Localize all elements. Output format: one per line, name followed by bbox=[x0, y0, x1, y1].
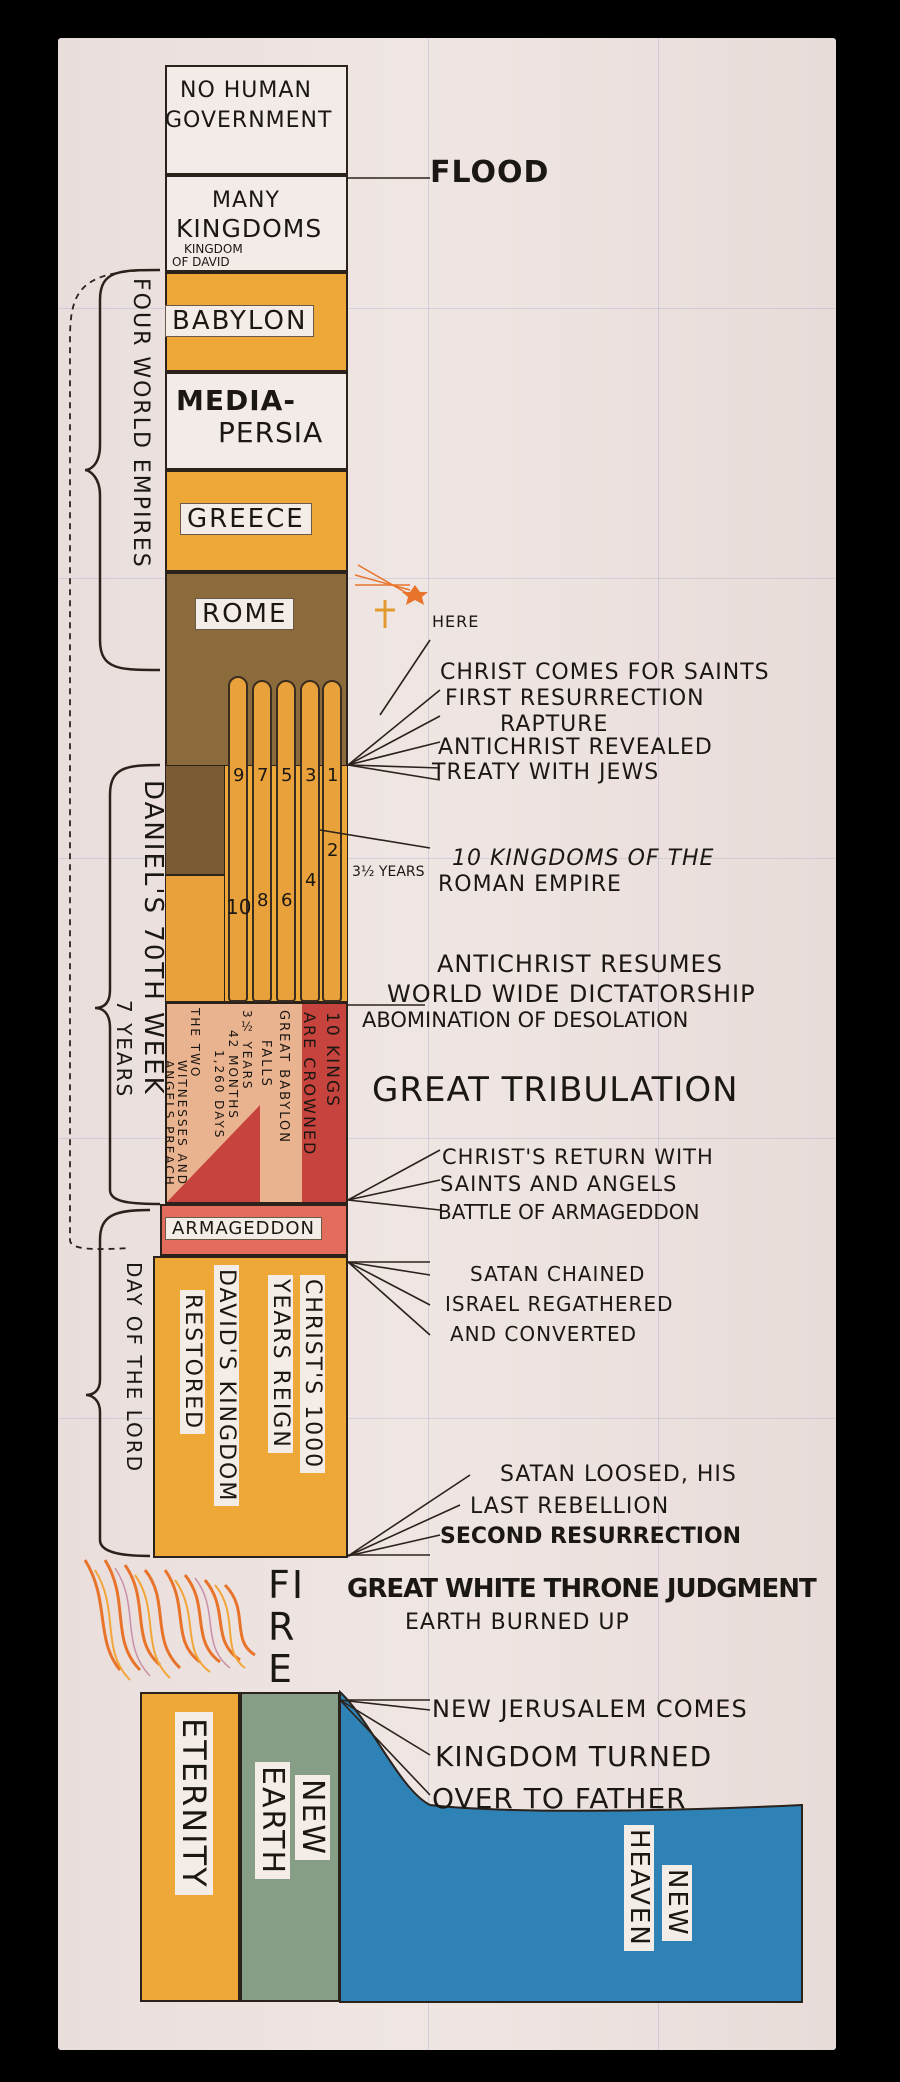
babylon-falls-line-2: FALLS bbox=[258, 1040, 273, 1088]
kingdom-number-1: 1 bbox=[327, 765, 339, 786]
satan-chained-note-2: ISRAEL REGATHERED bbox=[445, 1292, 674, 1316]
ten-kings-line-2: ARE CROWNED bbox=[300, 1012, 319, 1157]
here-label: HERE bbox=[432, 612, 480, 631]
satan-loosed-note-1: SATAN LOOSED, HIS bbox=[500, 1462, 737, 1487]
daniels-week-line-1: DANIEL'S 70TH WEEK bbox=[138, 780, 168, 1096]
davids-kingdom-line-2: RESTORED bbox=[180, 1290, 205, 1435]
kingdom-of-david-line-2: OF DAVID bbox=[172, 255, 230, 269]
antichrist-note-2: WORLD WIDE DICTATORSHIP bbox=[387, 980, 756, 1008]
return-note-2: SAINTS AND ANGELS bbox=[440, 1172, 678, 1196]
christs-reign-line-1: CHRIST'S 1000 bbox=[300, 1275, 325, 1474]
kingdom-number-6: 6 bbox=[281, 890, 293, 911]
rapture-note-2: FIRST RESURRECTION bbox=[445, 686, 705, 711]
kingdom-bar-4 bbox=[300, 680, 320, 1002]
ten-kingdoms-line-1: 10 KINGDOMS OF THE bbox=[452, 846, 715, 871]
flood-label: FLOOD bbox=[430, 155, 550, 190]
christs-reign-line-2: YEARS REIGN bbox=[268, 1275, 293, 1453]
kingdom-number-10: 10 bbox=[226, 895, 252, 919]
years-months-days-3: 1,260 DAYS bbox=[212, 1050, 226, 1140]
new-jerusalem-note-3: OVER TO FATHER bbox=[432, 1782, 687, 1815]
many-kingdoms-line-2: KINGDOMS bbox=[176, 214, 323, 243]
judgment-note-2: EARTH BURNED UP bbox=[405, 1610, 630, 1635]
no-government-line-1: NO HUMAN bbox=[180, 78, 312, 103]
return-note-3: BATTLE OF ARMAGEDDON bbox=[438, 1200, 700, 1224]
return-note-1: CHRIST'S RETURN WITH bbox=[442, 1145, 714, 1169]
kingdom-bar-2 bbox=[252, 680, 272, 1002]
no-government-block bbox=[165, 65, 348, 175]
two-witnesses-line-3: ANGELS PREACH bbox=[162, 1060, 176, 1187]
fire-label: FIRE bbox=[268, 1563, 306, 1691]
rapture-note-4: ANTICHRIST REVEALED bbox=[438, 735, 713, 760]
new-jerusalem-note-1: NEW JERUSALEM COMES bbox=[432, 1695, 748, 1723]
satan-chained-note-1: SATAN CHAINED bbox=[470, 1262, 646, 1286]
antichrist-note-3: ABOMINATION OF DESOLATION bbox=[362, 1008, 689, 1032]
rome-lower-left bbox=[165, 765, 225, 875]
judgment-note-1: GREAT WHITE THRONE JUDGMENT bbox=[347, 1574, 817, 1604]
many-kingdoms-line-1: MANY bbox=[212, 188, 280, 213]
no-government-line-2: GOVERNMENT bbox=[165, 108, 333, 133]
media-persia-line-1: MEDIA- bbox=[176, 384, 296, 417]
great-tribulation-label: GREAT TRIBULATION bbox=[372, 1070, 739, 1110]
rapture-note-5: TREATY WITH JEWS bbox=[432, 760, 660, 785]
eternity-label: ETERNITY bbox=[175, 1712, 213, 1895]
ten-kings-line-1: 10 KINGS bbox=[322, 1012, 342, 1108]
kingdom-number-9: 9 bbox=[233, 765, 245, 786]
new-earth-line-1: NEW bbox=[295, 1775, 330, 1861]
babylon-label: BABYLON bbox=[165, 305, 315, 337]
babylon-falls-line-1: GREAT BABYLON bbox=[276, 1010, 291, 1144]
three-half-years-label: 3½ YEARS bbox=[352, 864, 425, 880]
new-heaven-line-2: HEAVEN bbox=[624, 1825, 654, 1951]
many-kingdoms-block bbox=[165, 175, 348, 272]
greece-label: GREECE bbox=[180, 503, 312, 535]
kingdom-bar-1 bbox=[228, 676, 248, 1002]
media-persia-block bbox=[165, 372, 348, 470]
kingdom-number-8: 8 bbox=[257, 890, 269, 911]
day-of-the-lord-label: DAY OF THE LORD bbox=[122, 1262, 146, 1474]
davids-kingdom-line-1: DAVID'S KINGDOM bbox=[214, 1265, 239, 1507]
rapture-note-3: RAPTURE bbox=[500, 712, 609, 737]
satan-loosed-note-2: LAST REBELLION bbox=[470, 1494, 670, 1519]
kingdom-of-david-line-1: KINGDOM bbox=[184, 242, 243, 256]
kingdom-number-7: 7 bbox=[257, 765, 269, 786]
four-world-empires-label: FOUR WORLD EMPIRES bbox=[128, 278, 153, 569]
new-earth-line-2: EARTH bbox=[255, 1762, 290, 1880]
armageddon-label: ARMAGEDDON bbox=[165, 1217, 323, 1240]
two-witnesses-line-2: WITNESSES AND bbox=[175, 1060, 189, 1186]
daniels-week-line-2: 7 YEARS bbox=[112, 1000, 136, 1099]
kingdom-bar-3 bbox=[276, 680, 296, 1002]
satan-loosed-note-3: SECOND RESURRECTION bbox=[440, 1524, 742, 1549]
kingdom-number-3: 3 bbox=[305, 765, 317, 786]
years-months-days-1: 3½ YEARS bbox=[240, 1010, 254, 1091]
rapture-note-1: CHRIST COMES FOR SAINTS bbox=[440, 660, 770, 685]
orange-lower-left bbox=[165, 875, 225, 1002]
satan-chained-note-3: AND CONVERTED bbox=[450, 1322, 638, 1346]
new-jerusalem-note-2: KINGDOM TURNED bbox=[435, 1740, 713, 1773]
new-heaven-line-1: NEW bbox=[662, 1865, 692, 1941]
kingdom-number-5: 5 bbox=[281, 765, 293, 786]
media-persia-line-2: PERSIA bbox=[218, 416, 324, 449]
antichrist-note-1: ANTICHRIST RESUMES bbox=[437, 950, 723, 978]
years-months-days-2: 42 MONTHS bbox=[226, 1030, 240, 1120]
ten-kingdoms-line-2: ROMAN EMPIRE bbox=[438, 872, 622, 897]
rome-label: ROME bbox=[195, 598, 295, 630]
kingdom-number-4: 4 bbox=[305, 870, 317, 891]
kingdom-number-2: 2 bbox=[327, 840, 339, 861]
two-witnesses-line-1: THE TWO bbox=[188, 1008, 202, 1079]
